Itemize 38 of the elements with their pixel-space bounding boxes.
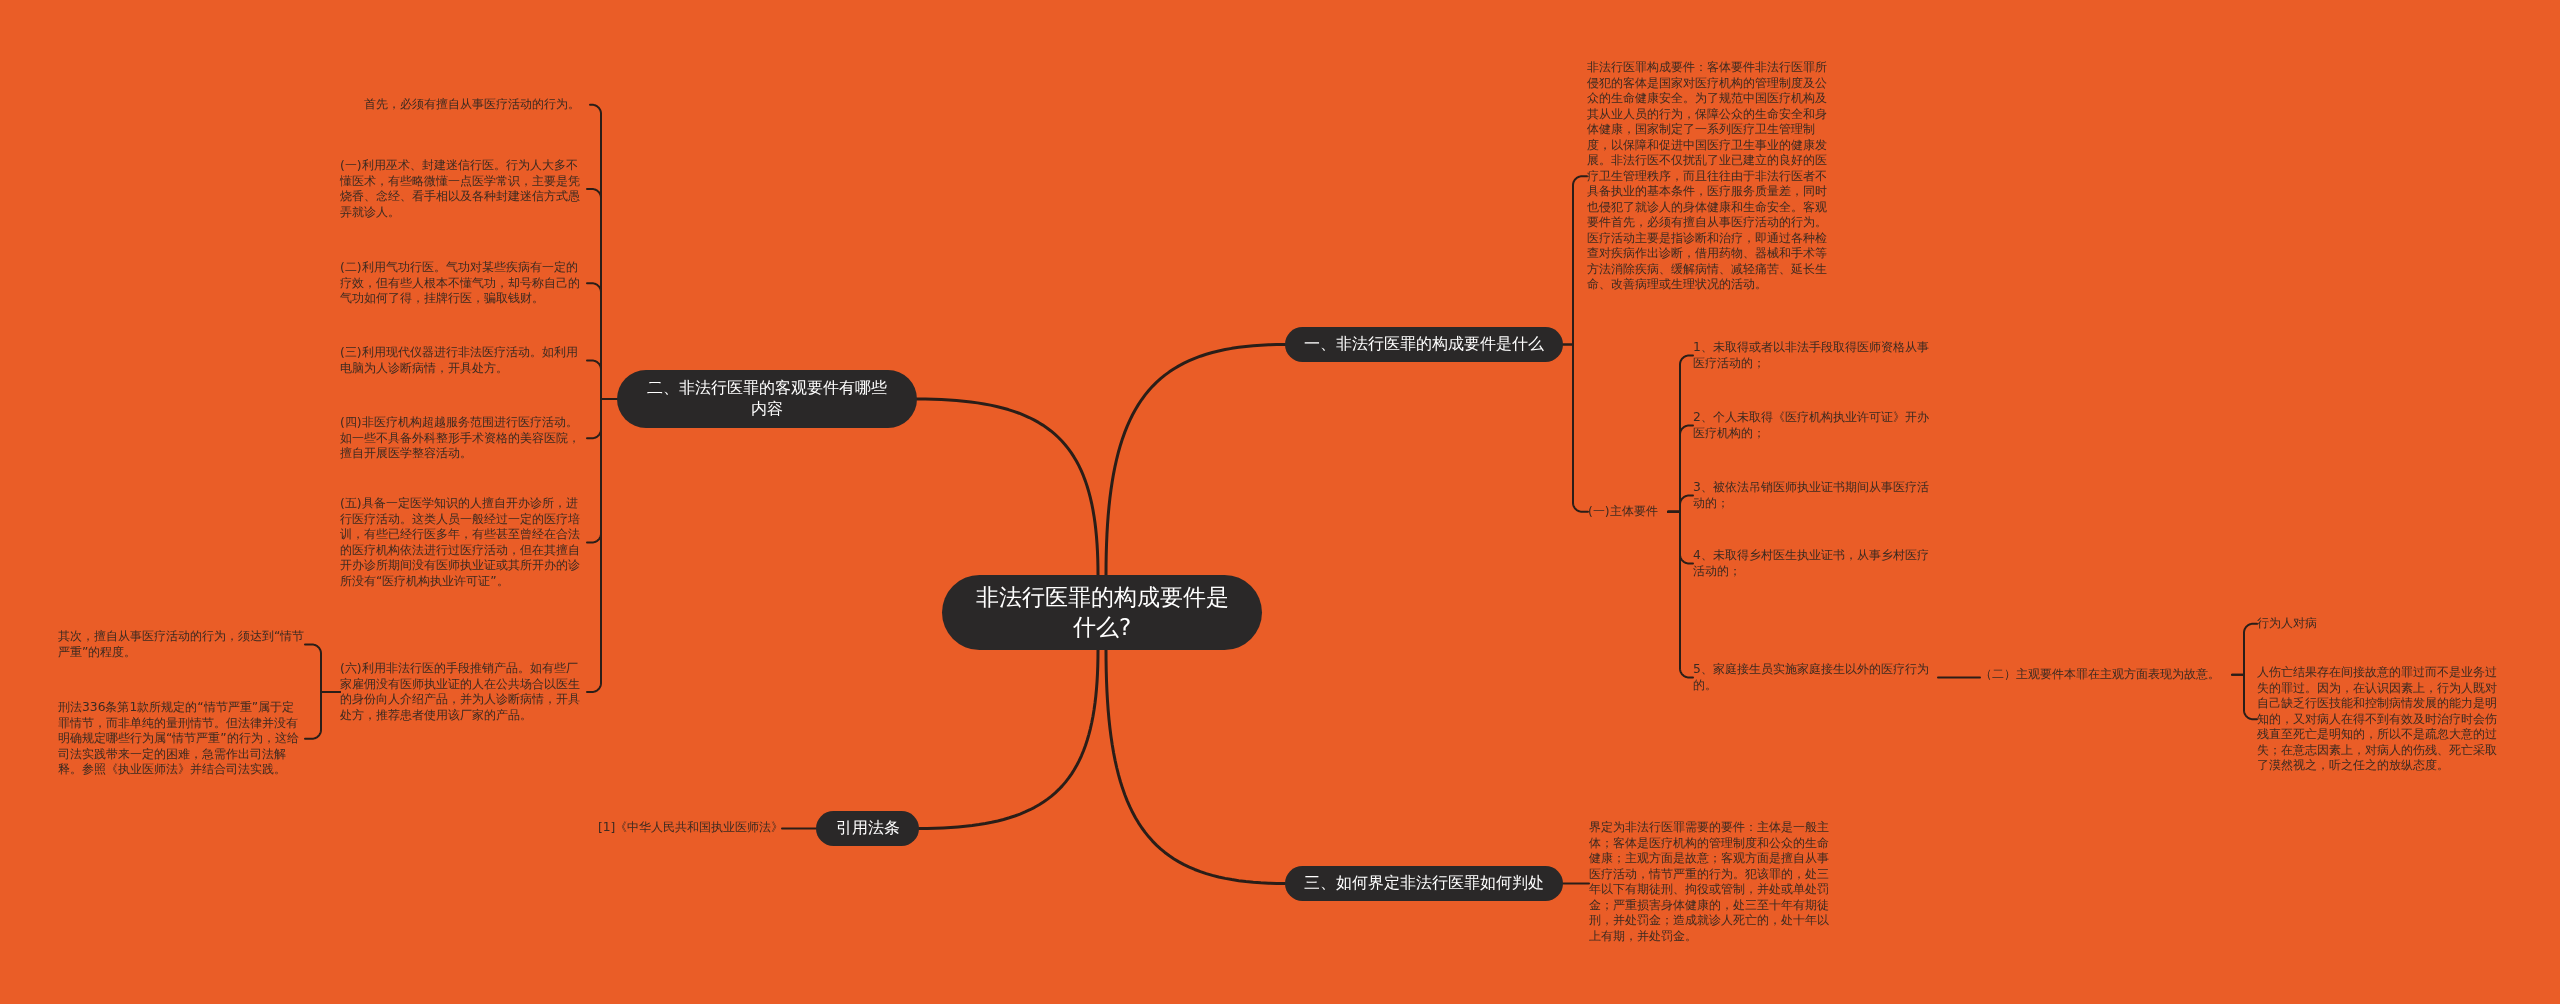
note-text: 行为人对病 <box>2257 616 2377 632</box>
connector-line <box>304 691 341 740</box>
connector-line <box>1104 648 1287 885</box>
connector-line <box>586 398 618 693</box>
note-text: (五)具备一定医学知识的人擅自开办诊所，进行医疗活动。这类人员一般经过一定的医疗培训，有些已经行医多年，有些甚至曾经在合法的医疗机构依法进行过医疗活动，但在其擅自开办诊所期间没有医师执业证或其所开办的诊所没有“医疗机构执业许可证”。 <box>340 496 587 589</box>
note-text: 其次，擅自从事医疗活动的行为，须达到“情节严重”的程度。 <box>58 629 305 660</box>
connector-line <box>1667 510 1694 679</box>
note-text: 非法行医罪构成要件：客体要件非法行医罪所侵犯的客体是国家对医疗机构的管理制度及公众的生命健康安全。为了规范中国医疗机构及其从业人员的行为，保障公众的生命安全和身体健康，国家制定了一系列医疗卫生管理制度，以保障和促进中国医疗卫生事业的健康发展。非法行医不仅扰乱了业已建立的良好的医疗卫生管理秩序，而且往往由于非法行医者不具备执业的基本条件，医疗服务质量差，同时也侵犯了就诊人的身体健康和生命安全。客观要件首先，必须有擅自从事医疗活动的行为。医疗活动主要是指诊断和治疗，即通过各种检查对疾病作出诊断，借用药物、器械和手术等方法消除疾病、缓解病情、减轻痛苦、延长生命、改善病理或生理状况的活动。 <box>1587 60 1837 293</box>
note-text: 5、家庭接生员实施家庭接生以外的医疗行为的。 <box>1693 662 1938 693</box>
note-text: 2、个人未取得《医疗机构执业许可证》开办医疗机构的； <box>1693 410 1938 441</box>
note-text: 1、未取得或者以非法手段取得医师资格从事医疗活动的； <box>1693 340 1938 371</box>
note-text: (一)主体要件 <box>1588 504 1668 520</box>
note-text: (三)利用现代仪器进行非法医疗活动。如利用电脑为人诊断病情，开具处方。 <box>340 345 587 376</box>
connector-line <box>1104 343 1287 577</box>
connector-line <box>1937 676 1981 679</box>
connector-line <box>781 827 817 830</box>
note-text: (一)利用巫术、封建迷信行医。行为人大多不懂医术，有些略微懂一点医学常识，主要是凭烧香、念经、看手相以及各种封建迷信方式愚弄就诊人。 <box>340 158 587 220</box>
note-text: (四)非医疗机构超越服务范围进行医疗活动。如一些不具备外科整形手术资格的美容医院，擅自开展医学整容活动。 <box>340 415 587 462</box>
note-text: 3、被依法吊销医师执业证书期间从事医疗活动的； <box>1693 480 1938 511</box>
note-text: [1]《中华人民共和国执业医师法》 <box>598 820 782 836</box>
note-text: 界定为非法行医罪需要的要件：主体是一般主体；客体是医疗机构的管理制度和公众的生命健康；主观方面是故意；客观方面是擅自从事医疗活动，情节严重的行为。犯该罪的，处三年以下有期徒刑、拘役或管制，并处或单处罚金；严重损害身体健康的，处三至十年有期徒刑，并处罚金；造成就诊人死亡的，处十年以上有期，并处罚金。 <box>1589 820 1836 944</box>
topic-node: 二、非法行医罪的客观要件有哪些内容 <box>617 370 917 428</box>
connector-line <box>915 397 1100 577</box>
note-text: (六)利用非法行医的手段推销产品。如有些厂家雇佣没有医师执业证的人在公共场合以医生的身份向人介绍产品，并为人诊断病情，开具处方，推荐患者使用该厂家的产品。 <box>340 661 587 723</box>
connector-line <box>1562 882 1590 885</box>
topic-node: 一、非法行医罪的构成要件是什么 <box>1285 327 1563 362</box>
note-text: 首先，必须有擅自从事医疗活动的行为。 <box>364 97 590 113</box>
note-text: (二)利用气功行医。气功对某些疾病有一定的疗效，但有些人根本不懂气功，却号称自己的气功如何了得，挂牌行医，骗取钱财。 <box>340 260 587 307</box>
connector-line <box>917 648 1100 830</box>
connector-line <box>1562 343 1589 513</box>
topic-node: 引用法条 <box>816 811 919 846</box>
note-text: 刑法336条第1款所规定的“情节严重”属于定罪情节，而非单纯的量刑情节。但法律并没有明确规定哪些行为属“情节严重”的行为，这给司法实践带来一定的困难，急需作出司法解释。参照《执业医师法》并结合司法实践。 <box>58 700 305 778</box>
central-topic: 非法行医罪的构成要件是什么? <box>942 575 1262 650</box>
topic-node: 三、如何界定非法行医罪如何判处 <box>1285 866 1563 901</box>
connector-line <box>2231 673 2258 721</box>
note-text: 4、未取得乡村医生执业证书，从事乡村医疗活动的； <box>1693 548 1938 579</box>
note-text: （二）主观要件本罪在主观方面表现为故意。 <box>1980 667 2232 683</box>
note-text: 人伤亡结果存在间接故意的罪过而不是业务过失的罪过。因为，在认识因素上，行为人既对自己缺乏行医技能和控制病情发展的能力是明知的，又对病人在得不到有效及时治疗时会伤残直至死亡是明知的，所以不是疏忽大意的过失；在意志因素上，对病人的伤残、死亡采取了漠然视之，听之任之的放纵态度。 <box>2257 665 2504 774</box>
